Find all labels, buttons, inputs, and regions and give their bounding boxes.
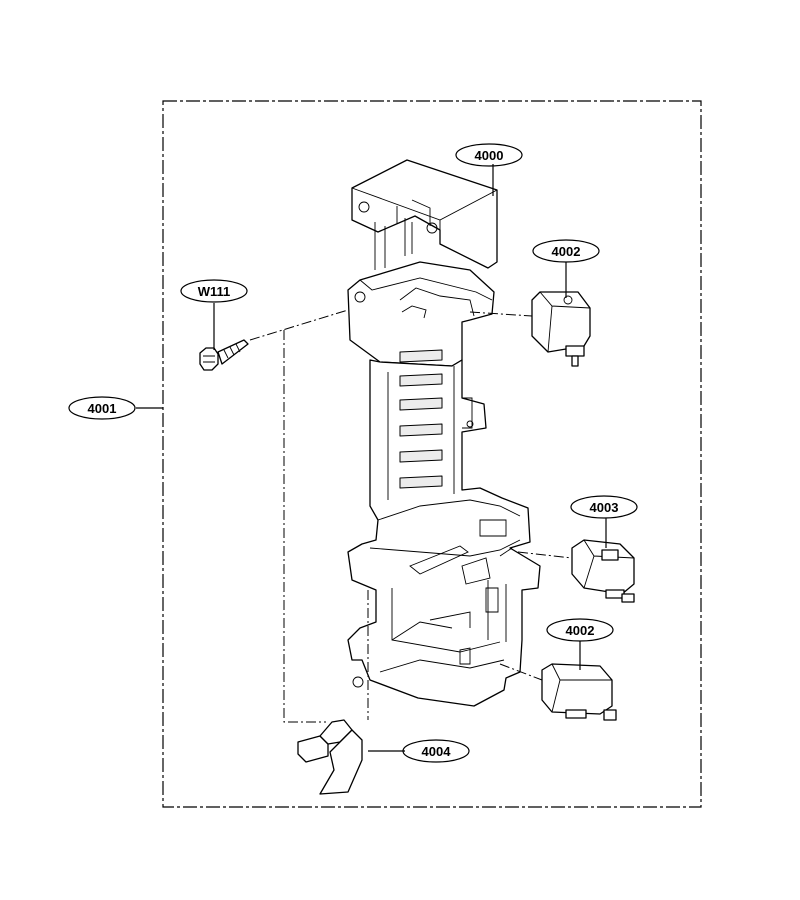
- lever-part: [297, 719, 363, 795]
- screw-part: [199, 339, 249, 371]
- callout-label: 4002: [552, 244, 581, 259]
- callout-label: 4003: [590, 500, 619, 515]
- assembly-frame: [162, 100, 702, 808]
- callout-4000: 4000: [455, 143, 523, 167]
- callout-label: 4000: [475, 148, 504, 163]
- assembly-guide-lines: [249, 309, 573, 723]
- callout-4003: 4003: [570, 495, 638, 519]
- switch-4002-bottom-part: [541, 663, 617, 721]
- switch-4002-top-part: [531, 291, 591, 367]
- switch-4003-part: [571, 539, 635, 603]
- callout-label: W111: [198, 284, 231, 299]
- callout-4002-bottom: 4002: [546, 618, 614, 642]
- latch-board-part: [347, 159, 541, 707]
- callout-4002-top: 4002: [532, 239, 600, 263]
- callout-4001: 4001: [68, 396, 136, 420]
- callout-label: 4002: [566, 623, 595, 638]
- callout-4004: 4004: [402, 739, 470, 763]
- callout-w111: W111: [180, 279, 248, 303]
- leader-lines: [136, 164, 607, 752]
- callout-label: 4001: [88, 401, 117, 416]
- callout-label: 4004: [422, 744, 452, 759]
